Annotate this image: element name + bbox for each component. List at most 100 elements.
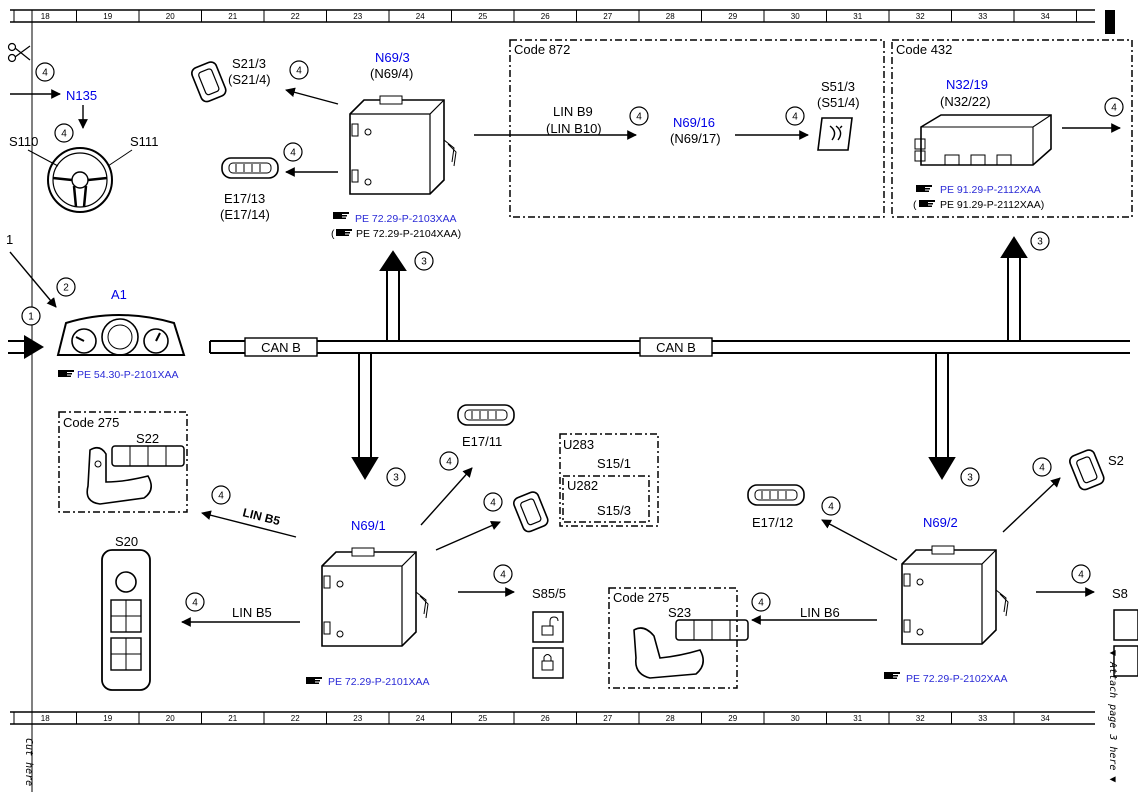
- s15-1-label: S15/1: [597, 456, 631, 471]
- n32-19-ref: PE 91.29-P-2112XAA: [940, 184, 1041, 196]
- marker-number: 4: [290, 148, 296, 159]
- ruler-column-label: 25: [478, 12, 487, 21]
- edge-label-1: 1: [6, 232, 13, 247]
- e17-11-label: E17/11: [462, 434, 502, 449]
- ruler-column-label: 26: [541, 12, 550, 21]
- ruler-column-label: 34: [1041, 714, 1050, 723]
- marker-circle: [289, 60, 309, 80]
- page-tab: [1105, 10, 1115, 34]
- ruler-column-label: 34: [1041, 12, 1050, 21]
- s85-5-lock-switch-icon: [532, 611, 564, 679]
- can-b-label-left: CAN B: [261, 340, 301, 355]
- e17-13-label: E17/13: [224, 191, 265, 206]
- marker-number: 4: [636, 112, 642, 123]
- n32-22-ref-open: (: [913, 199, 917, 211]
- marker-number: 4: [296, 66, 302, 77]
- marker-circle: [35, 62, 55, 82]
- ruler-column-label: 33: [978, 12, 987, 21]
- steering-wheel-icon: [47, 147, 113, 213]
- marker-number: 4: [758, 598, 764, 609]
- marker-circle: [629, 106, 649, 126]
- s23-seat-switch-icon: [633, 619, 749, 679]
- s22-label: S22: [136, 431, 159, 446]
- marker-circle: [211, 485, 231, 505]
- s21-3-label: S21/3: [232, 56, 266, 71]
- code-872-label: Code 872: [514, 42, 570, 57]
- marker-circle: [483, 492, 503, 512]
- n69-3-module-icon: [349, 95, 457, 195]
- e17-12-label: E17/12: [752, 515, 793, 530]
- ruler-column-label: 30: [791, 714, 800, 723]
- s8-cut-switch-icon-2: [1113, 645, 1138, 677]
- reference-hand-icon: [58, 370, 74, 377]
- window-switch-icon: [511, 489, 551, 535]
- ruler-column-label: 28: [666, 714, 675, 723]
- e17-12-lamp-icon: [747, 484, 805, 506]
- signal-arrows: [9, 87, 1121, 627]
- ruler-column-label: 24: [416, 12, 425, 21]
- n69-16-label: N69/16: [673, 115, 715, 130]
- u282-label: U282: [567, 478, 598, 493]
- marker-number: 4: [490, 498, 496, 509]
- code-275-right-box: [608, 587, 738, 689]
- e17-14-label: (E17/14): [220, 207, 270, 222]
- reference-hand-icon: [333, 212, 349, 219]
- marker-circle: [414, 251, 434, 271]
- code-432-label: Code 432: [896, 42, 952, 57]
- ruler-column-label: 27: [603, 714, 612, 723]
- n32-22-label: (N32/22): [940, 94, 991, 109]
- marker-number: 4: [500, 570, 506, 581]
- n69-17-label: (N69/17): [670, 131, 721, 146]
- ruler-column-label: 21: [228, 12, 237, 21]
- s111-leader: [107, 149, 133, 167]
- marker-number: 4: [192, 598, 198, 609]
- n69-4-label: (N69/4): [370, 66, 413, 81]
- can-b-bus: [209, 337, 1130, 357]
- marker-circle: [54, 123, 74, 143]
- lin-b10-label: (LIN B10): [546, 121, 602, 136]
- n69-2-module-icon: [901, 545, 1009, 645]
- n32-22-ref: PE 91.29-P-2112XAA): [940, 199, 1044, 211]
- s21-cut-label: S2: [1108, 453, 1124, 468]
- marker-number: 3: [421, 257, 427, 268]
- s21-4-label: (S21/4): [228, 72, 271, 87]
- reference-hand-icon: [306, 677, 322, 684]
- marker-circle: [493, 564, 513, 584]
- ruler-column-label: 22: [291, 12, 300, 21]
- marker-number: 2: [63, 283, 69, 294]
- marker-number: 4: [828, 502, 834, 513]
- marker-number: 4: [1039, 463, 1045, 474]
- bus-branches: [351, 236, 1028, 480]
- code-275-left-label: Code 275: [63, 415, 119, 430]
- ruler-column-label: 31: [853, 12, 862, 21]
- marker-circle: [21, 306, 41, 326]
- marker-circle: [1032, 457, 1052, 477]
- marker-circle: [1104, 97, 1124, 117]
- a1-ref: PE 54.30-P-2101XAA: [77, 369, 179, 381]
- ruler-column-label: 19: [103, 714, 112, 723]
- s20-door-switch-icon: [101, 549, 151, 691]
- marker-circle: [1030, 231, 1050, 251]
- s110-label: S110: [9, 134, 38, 149]
- marker-number: 4: [1111, 103, 1117, 114]
- ruler-column-label: 18: [41, 714, 50, 723]
- marker-number: 3: [393, 473, 399, 484]
- n69-1-ref: PE 72.29-P-2101XAA: [328, 676, 430, 688]
- marker-circle: [785, 106, 805, 126]
- cut-here-label: Cut here: [23, 738, 34, 786]
- s20-label: S20: [115, 534, 138, 549]
- scissors-icon: [7, 42, 31, 63]
- ruler-column-label: 18: [41, 12, 50, 21]
- marker-number: 4: [792, 112, 798, 123]
- s51-3-label: S51/3: [821, 79, 855, 94]
- s51-3-switch-icon: [817, 117, 853, 151]
- s22-seat-switch-icon: [86, 445, 185, 505]
- s51-4-label: (S51/4): [817, 95, 860, 110]
- marker-circle: [56, 277, 76, 297]
- ruler-column-label: 21: [228, 714, 237, 723]
- marker-number: 4: [42, 68, 48, 79]
- code-432-box: [891, 39, 1133, 218]
- ruler-column-label: 26: [541, 714, 550, 723]
- ruler-column-label: 24: [416, 714, 425, 723]
